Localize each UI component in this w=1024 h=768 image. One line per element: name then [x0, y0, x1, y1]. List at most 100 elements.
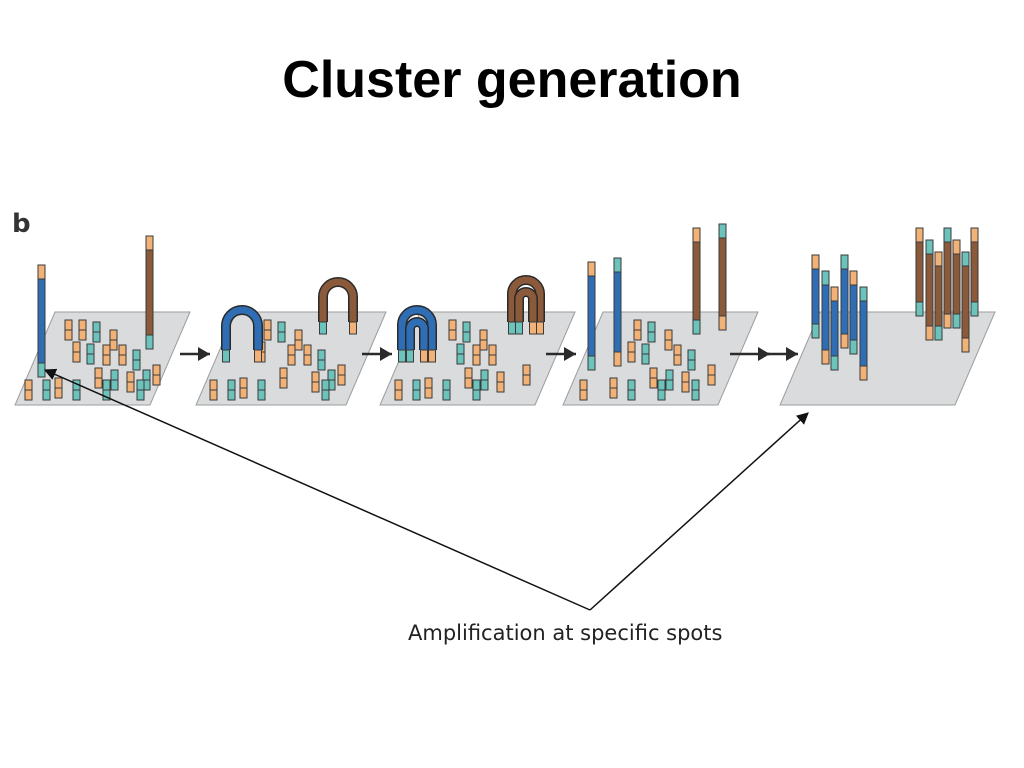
- bridge-foot: [254, 349, 262, 363]
- strand-body: [587, 275, 596, 357]
- strand-body: [859, 300, 868, 367]
- strand-adapter-top: [849, 270, 858, 286]
- strand-adapter-bottom: [145, 334, 154, 350]
- strand-body: [943, 241, 952, 315]
- oligo-top: [142, 369, 151, 381]
- strand-adapter-bottom: [849, 339, 858, 355]
- oligo-top: [673, 344, 682, 356]
- strand-body: [970, 241, 979, 303]
- oligo-top: [136, 379, 145, 391]
- flow-arrows: [180, 347, 798, 361]
- oligo-top: [327, 369, 336, 381]
- oligo-bottom: [394, 389, 403, 401]
- strand-adapter-top: [859, 286, 868, 302]
- oligo-top: [394, 379, 403, 391]
- strand-adapter-top: [943, 227, 952, 243]
- oligo-top: [239, 377, 248, 389]
- bridge-strand: [222, 306, 262, 350]
- oligo-bottom: [691, 389, 700, 401]
- oligo-top: [126, 371, 135, 383]
- oligo-bottom: [442, 389, 451, 401]
- oligo-top: [464, 367, 473, 379]
- bridge-foot: [529, 321, 537, 335]
- caption: Amplification at specific spots: [408, 621, 722, 645]
- strand-body: [915, 241, 924, 303]
- strand-adapter-top: [613, 257, 622, 273]
- oligo-bottom: [647, 331, 656, 343]
- strand-adapter-top: [934, 251, 943, 267]
- oligo-top: [522, 364, 531, 376]
- oligo-bottom: [227, 389, 236, 401]
- oligo-top: [277, 321, 286, 333]
- oligo-top: [472, 379, 481, 391]
- oligo-bottom: [496, 381, 505, 393]
- oligo-bottom: [78, 329, 87, 341]
- strand-body: [840, 268, 849, 335]
- oligo-top: [456, 343, 465, 355]
- oligo-bottom: [317, 359, 326, 371]
- oligo-top: [321, 379, 330, 391]
- oligo-top: [54, 377, 63, 389]
- oligo-top: [64, 319, 73, 331]
- oligo-top: [92, 321, 101, 333]
- oligo-top: [317, 349, 326, 361]
- oligo-bottom: [673, 354, 682, 366]
- oligo-bottom: [464, 377, 473, 389]
- flow-arrow-head: [380, 347, 392, 361]
- oligo-top: [412, 379, 421, 391]
- panel-label: b: [12, 209, 31, 239]
- oligo-bottom: [86, 353, 95, 365]
- strand-body: [821, 284, 830, 351]
- oligo-bottom: [24, 389, 33, 401]
- strand-adapter-bottom: [821, 349, 830, 365]
- oligo-top: [627, 341, 636, 353]
- oligo-top: [42, 379, 51, 391]
- oligo-bottom: [479, 339, 488, 351]
- strand-adapter-top: [830, 286, 839, 302]
- strand-adapter-bottom: [811, 323, 820, 339]
- strand-body: [849, 284, 858, 341]
- strand-body: [37, 278, 46, 364]
- oligo-bottom: [337, 374, 346, 386]
- oligo-top: [657, 379, 666, 391]
- oligo-bottom: [311, 381, 320, 393]
- oligo-bottom: [102, 354, 111, 366]
- bridge-foot: [428, 349, 436, 363]
- oligo-bottom: [522, 374, 531, 386]
- strand-body: [692, 241, 701, 321]
- bridge-strand: [406, 318, 428, 350]
- oligo-bottom: [633, 329, 642, 341]
- strand-adapter-top: [811, 254, 820, 270]
- oligo-bottom: [287, 354, 296, 366]
- oligo-bottom: [209, 389, 218, 401]
- strand-adapter-bottom: [934, 325, 943, 341]
- strand-body: [718, 237, 727, 317]
- oligo-bottom: [681, 381, 690, 393]
- oligo-bottom: [480, 379, 489, 391]
- strand-adapter-top: [961, 251, 970, 267]
- oligo-top: [152, 364, 161, 376]
- flow-arrow-head: [786, 347, 798, 361]
- oligo-bottom: [657, 389, 666, 401]
- strand-adapter-top: [840, 254, 849, 270]
- oligo-bottom: [294, 339, 303, 351]
- oligo-top: [462, 321, 471, 333]
- bridge-foot: [398, 349, 406, 363]
- oligo-bottom: [92, 331, 101, 343]
- oligo-bottom: [472, 389, 481, 401]
- oligo-top: [110, 369, 119, 381]
- oligo-bottom: [136, 389, 145, 401]
- strand-body: [952, 253, 961, 315]
- strand-adapter-top: [821, 270, 830, 286]
- step-panel-5: [779, 227, 996, 406]
- oligo-top: [609, 377, 618, 389]
- flow-arrow-head: [564, 347, 576, 361]
- oligo-top: [303, 344, 312, 356]
- oligo-top: [472, 344, 481, 356]
- step-panel-4: [562, 223, 759, 406]
- oligo-top: [263, 319, 272, 331]
- oligo-bottom: [277, 331, 286, 343]
- oligo-top: [479, 329, 488, 341]
- strand-adapter-top: [925, 239, 934, 255]
- oligo-top: [448, 319, 457, 331]
